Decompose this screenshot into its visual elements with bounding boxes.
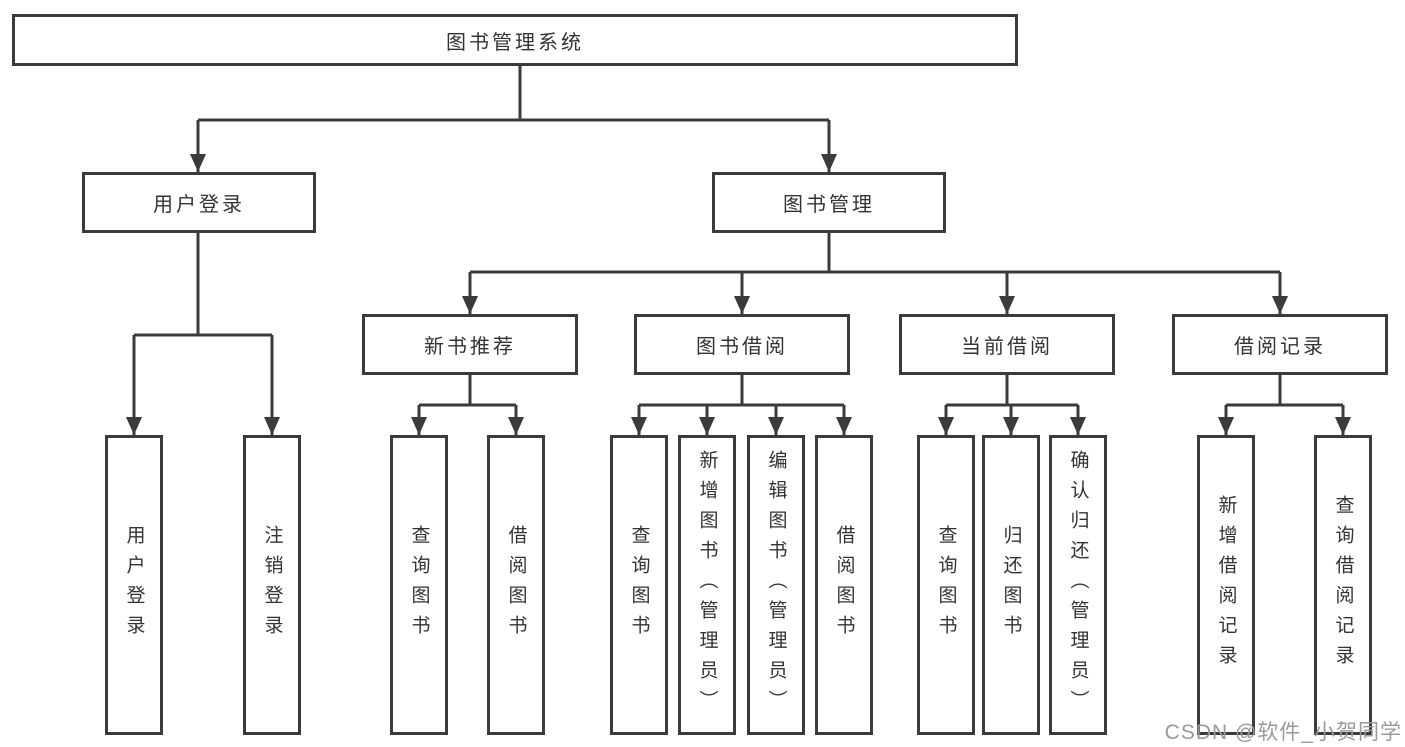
node-label: 查询图书 bbox=[408, 525, 430, 645]
node-label: 用户登录 bbox=[123, 525, 145, 645]
leaf-user-login: 用户登录 bbox=[105, 435, 163, 735]
node-label: 新书推荐 bbox=[424, 336, 516, 358]
node-label: 借阅图书 bbox=[833, 525, 855, 645]
node-label: 确认归还（管理员） bbox=[1067, 450, 1089, 720]
leaf-br-query-record: 查询借阅记录 bbox=[1314, 435, 1372, 735]
node-label: 编辑图书（管理员） bbox=[765, 450, 787, 720]
node-label: 图书管理 bbox=[783, 194, 875, 216]
connector-rails bbox=[134, 66, 1343, 407]
leaf-br-add-record: 新增借阅记录 bbox=[1197, 435, 1255, 735]
leaf-logout: 注销登录 bbox=[243, 435, 301, 735]
node-label: 新增图书（管理员） bbox=[696, 450, 718, 720]
node-label: 用户登录 bbox=[153, 194, 245, 216]
node-new-book-recommend: 新书推荐 bbox=[362, 314, 578, 375]
leaf-rec-borrow-books: 借阅图书 bbox=[487, 435, 545, 735]
node-book-borrowing: 图书借阅 bbox=[634, 314, 850, 375]
node-user-login: 用户登录 bbox=[82, 172, 316, 233]
node-label: 查询借阅记录 bbox=[1332, 495, 1354, 675]
node-book-management: 图书管理 bbox=[712, 172, 946, 233]
leaf-bb-borrow-books: 借阅图书 bbox=[815, 435, 873, 735]
node-label: 查询图书 bbox=[628, 525, 650, 645]
leaf-rec-query-books: 查询图书 bbox=[390, 435, 448, 735]
leaf-cb-return-books: 归还图书 bbox=[982, 435, 1040, 735]
node-label: 借阅图书 bbox=[505, 525, 527, 645]
leaf-bb-edit-books-admin: 编辑图书（管理员） bbox=[747, 435, 805, 735]
node-label: 归还图书 bbox=[1000, 525, 1022, 645]
node-borrowing-records: 借阅记录 bbox=[1172, 314, 1388, 375]
leaf-bb-add-books-admin: 新增图书（管理员） bbox=[678, 435, 736, 735]
leaf-cb-query-books: 查询图书 bbox=[917, 435, 975, 735]
node-label: 注销登录 bbox=[261, 525, 283, 645]
node-label: 图书管理系统 bbox=[446, 31, 584, 54]
node-system-root: 图书管理系统 bbox=[12, 14, 1018, 66]
node-label: 借阅记录 bbox=[1234, 336, 1326, 358]
node-label: 查询图书 bbox=[935, 525, 957, 645]
csdn-watermark: CSDN @软件_小贺同学 bbox=[1164, 721, 1402, 744]
leaf-bb-query-books: 查询图书 bbox=[610, 435, 668, 735]
node-current-borrowing: 当前借阅 bbox=[899, 314, 1115, 375]
leaf-cb-confirm-return-admin: 确认归还（管理员） bbox=[1049, 435, 1107, 735]
node-label: 当前借阅 bbox=[961, 336, 1053, 358]
node-label: 图书借阅 bbox=[696, 336, 788, 358]
node-label: 新增借阅记录 bbox=[1215, 495, 1237, 675]
